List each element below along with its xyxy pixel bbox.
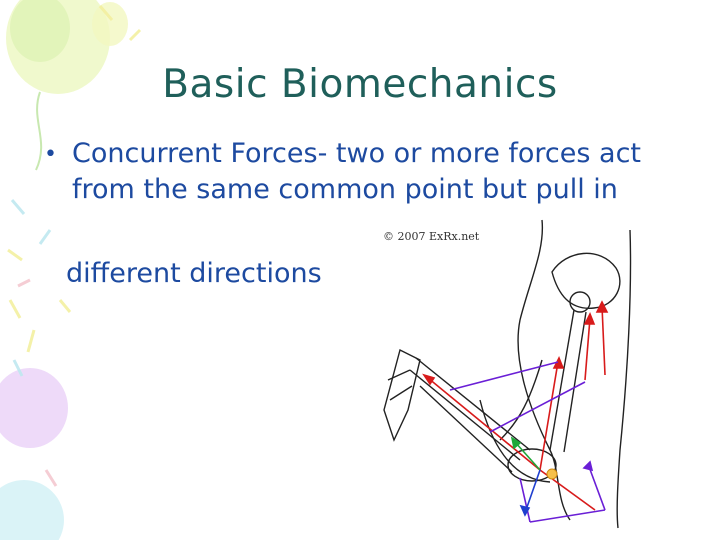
leg-force-figure bbox=[383, 219, 632, 529]
slide-title: Basic Biomechanics bbox=[162, 62, 558, 107]
bullet-continuation: different directions bbox=[66, 258, 322, 289]
figure-copyright: © 2007 ExRx.net bbox=[383, 230, 480, 243]
bullet-marker: • bbox=[44, 142, 57, 167]
bullet-text: Concurrent Forces- two or more forces ac… bbox=[72, 138, 642, 205]
